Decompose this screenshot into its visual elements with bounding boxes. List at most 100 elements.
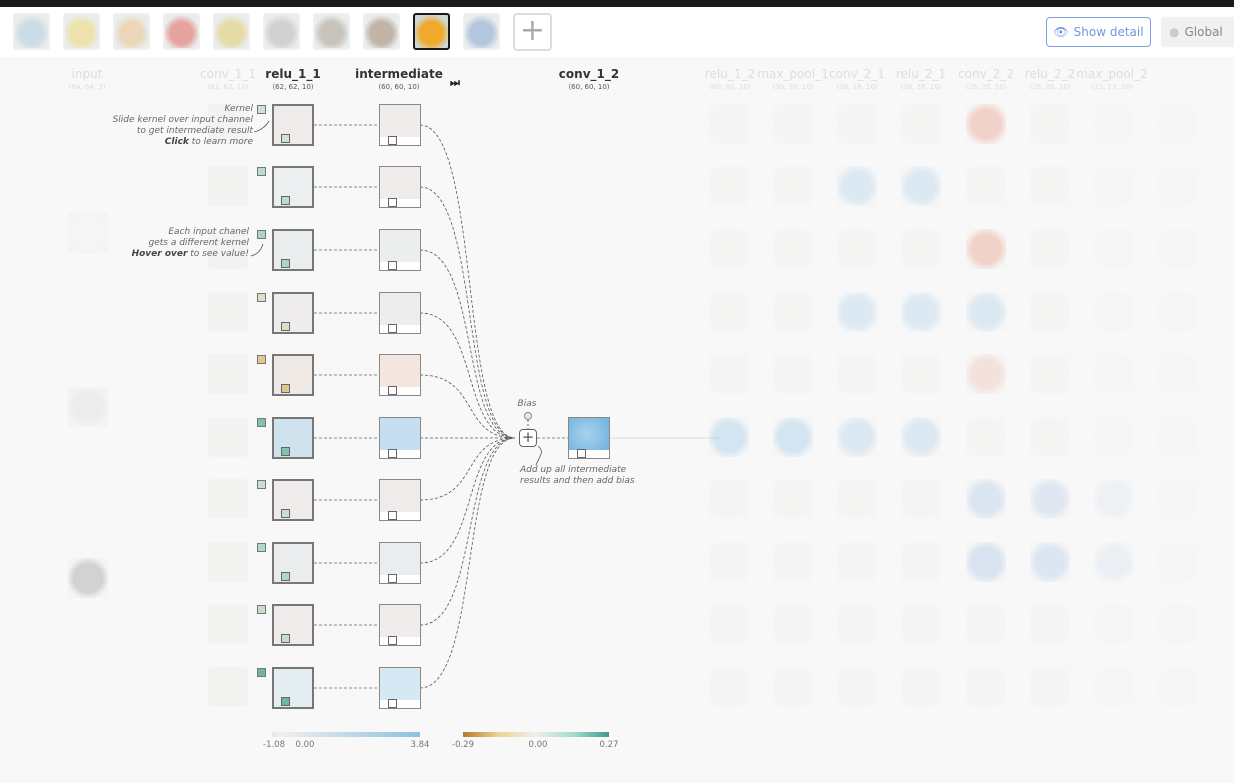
output-map[interactable] xyxy=(1158,104,1198,144)
relu-1-2-map[interactable] xyxy=(709,542,749,582)
conv-1-1-map[interactable] xyxy=(208,229,248,269)
output-map[interactable] xyxy=(1158,667,1198,707)
conv-2-1-map[interactable] xyxy=(837,667,877,707)
relu-1-2-map[interactable] xyxy=(709,229,749,269)
conv-1-1-map[interactable] xyxy=(208,479,248,519)
relu-1-2-map[interactable] xyxy=(709,667,749,707)
intermediate-map[interactable] xyxy=(379,417,421,459)
relu-2-2-map[interactable] xyxy=(1030,417,1070,457)
conv-1-1-map[interactable] xyxy=(208,604,248,644)
relu-2-1-map[interactable] xyxy=(901,417,941,457)
thumbnail-sport-car[interactable] xyxy=(463,13,500,50)
thumbnail-red-panda[interactable] xyxy=(363,13,400,50)
max-pool-1-map[interactable] xyxy=(773,479,813,519)
thumbnail-boat[interactable] xyxy=(13,13,50,50)
output-map[interactable] xyxy=(1158,229,1198,269)
output-map[interactable] xyxy=(1158,604,1198,644)
conv-2-2-map[interactable] xyxy=(966,292,1006,332)
intermediate-map[interactable] xyxy=(379,542,421,584)
intermediate-map[interactable] xyxy=(379,104,421,146)
relu-1-1-map[interactable] xyxy=(272,166,314,208)
intermediate-map[interactable] xyxy=(379,479,421,521)
conv-2-1-map[interactable] xyxy=(837,604,877,644)
thumbnail-espresso[interactable] xyxy=(313,13,350,50)
max-pool-2-map[interactable] xyxy=(1094,417,1134,457)
relu-1-1-map[interactable] xyxy=(272,479,314,521)
relu-1-2-map[interactable] xyxy=(709,604,749,644)
relu-1-1-map[interactable] xyxy=(272,542,314,584)
relu-2-2-map[interactable] xyxy=(1030,667,1070,707)
input-channel-map[interactable] xyxy=(68,558,108,598)
relu-2-2-map[interactable] xyxy=(1030,292,1070,332)
max-pool-1-map[interactable] xyxy=(773,354,813,394)
relu-1-1-map[interactable] xyxy=(272,354,314,396)
conv-1-1-map[interactable] xyxy=(208,542,248,582)
conv-1-1-map[interactable] xyxy=(208,292,248,332)
relu-2-1-map[interactable] xyxy=(901,104,941,144)
max-pool-2-map[interactable] xyxy=(1094,166,1134,206)
max-pool-1-map[interactable] xyxy=(773,417,813,457)
thumbnail-koala[interactable] xyxy=(263,13,300,50)
relu-1-2-map[interactable] xyxy=(709,104,749,144)
conv-2-1-map[interactable] xyxy=(837,354,877,394)
relu-2-1-map[interactable] xyxy=(901,354,941,394)
kernel-icon[interactable] xyxy=(257,105,266,114)
output-map[interactable] xyxy=(1158,292,1198,332)
relu-2-1-map[interactable] xyxy=(901,292,941,332)
conv-1-2-map[interactable] xyxy=(568,417,610,459)
max-pool-2-map[interactable] xyxy=(1094,354,1134,394)
conv-2-2-map[interactable] xyxy=(966,479,1006,519)
conv-2-1-map[interactable] xyxy=(837,292,877,332)
relu-2-1-map[interactable] xyxy=(901,229,941,269)
show-detail-button[interactable]: 👁 Show detail xyxy=(1046,17,1151,47)
kernel-icon[interactable] xyxy=(257,543,266,552)
conv-1-1-map[interactable] xyxy=(208,354,248,394)
max-pool-2-map[interactable] xyxy=(1094,604,1134,644)
output-map[interactable] xyxy=(1158,166,1198,206)
conv-2-2-map[interactable] xyxy=(966,417,1006,457)
max-pool-2-map[interactable] xyxy=(1094,542,1134,582)
relu-2-1-map[interactable] xyxy=(901,479,941,519)
max-pool-1-map[interactable] xyxy=(773,166,813,206)
max-pool-2-map[interactable] xyxy=(1094,667,1134,707)
kernel-icon[interactable] xyxy=(257,355,266,364)
relu-2-1-map[interactable] xyxy=(901,542,941,582)
conv-2-2-map[interactable] xyxy=(966,542,1006,582)
kernel-icon[interactable] xyxy=(257,230,266,239)
skip-forward-icon[interactable]: ⏭ xyxy=(450,76,460,89)
relu-1-1-map[interactable] xyxy=(272,292,314,334)
conv-2-1-map[interactable] xyxy=(837,229,877,269)
max-pool-1-map[interactable] xyxy=(773,229,813,269)
relu-1-2-map[interactable] xyxy=(709,292,749,332)
relu-1-1-map[interactable] xyxy=(272,229,314,271)
intermediate-map[interactable] xyxy=(379,667,421,709)
relu-2-2-map[interactable] xyxy=(1030,354,1070,394)
intermediate-map[interactable] xyxy=(379,292,421,334)
relu-1-2-map[interactable] xyxy=(709,354,749,394)
intermediate-map[interactable] xyxy=(379,166,421,208)
max-pool-1-map[interactable] xyxy=(773,542,813,582)
max-pool-2-map[interactable] xyxy=(1094,104,1134,144)
conv-1-1-map[interactable] xyxy=(208,667,248,707)
conv-1-1-map[interactable] xyxy=(208,417,248,457)
max-pool-1-map[interactable] xyxy=(773,667,813,707)
relu-1-2-map[interactable] xyxy=(709,166,749,206)
relu-1-1-map[interactable] xyxy=(272,667,314,709)
add-image-button[interactable]: + xyxy=(513,13,552,51)
thumbnail-school-bus[interactable] xyxy=(213,13,250,50)
kernel-icon[interactable] xyxy=(257,668,266,677)
max-pool-1-map[interactable] xyxy=(773,604,813,644)
relu-2-2-map[interactable] xyxy=(1030,229,1070,269)
relu-1-2-map[interactable] xyxy=(709,417,749,457)
conv-2-2-map[interactable] xyxy=(966,104,1006,144)
intermediate-map[interactable] xyxy=(379,354,421,396)
thumbnail-ladybug[interactable] xyxy=(63,13,100,50)
conv-2-1-map[interactable] xyxy=(837,104,877,144)
kernel-icon[interactable] xyxy=(257,293,266,302)
conv-2-2-map[interactable] xyxy=(966,354,1006,394)
thumbnail-bell-pepper[interactable] xyxy=(163,13,200,50)
conv-2-2-map[interactable] xyxy=(966,667,1006,707)
relu-2-2-map[interactable] xyxy=(1030,604,1070,644)
scale-select[interactable]: ● Global xyxy=(1161,17,1234,47)
conv-2-1-map[interactable] xyxy=(837,542,877,582)
